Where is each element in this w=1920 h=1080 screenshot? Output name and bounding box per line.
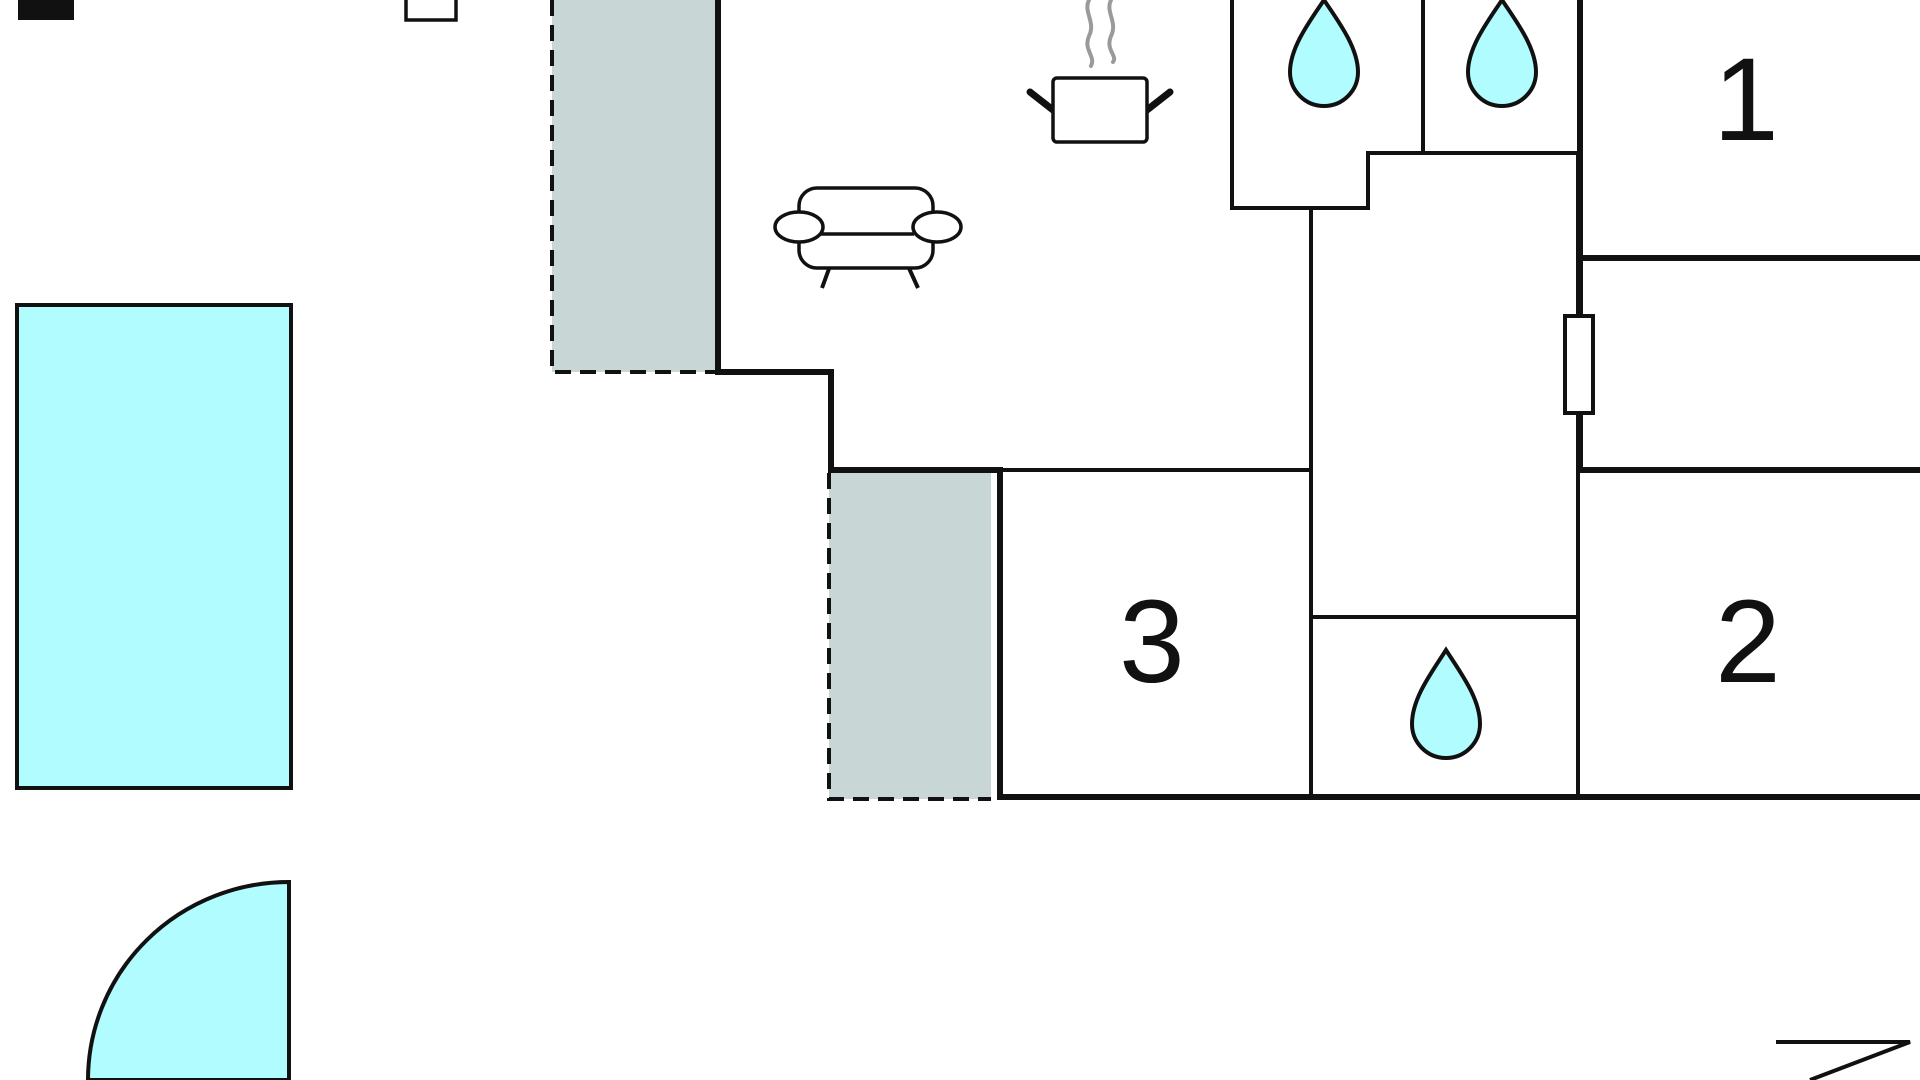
terrace-upper bbox=[550, 0, 716, 374]
outdoor-object bbox=[404, 0, 458, 22]
water-drop-icon bbox=[1287, 0, 1361, 108]
sofa-icon bbox=[773, 186, 963, 289]
bedroom-3-label: 3 bbox=[1119, 576, 1185, 708]
cooking-pot-icon bbox=[1026, 0, 1174, 144]
swimming-pool bbox=[15, 303, 293, 790]
north-arrow-icon bbox=[1776, 1040, 1911, 1080]
bedroom-2-label: 2 bbox=[1715, 576, 1781, 708]
bathroom-1-walls bbox=[1230, 0, 1578, 210]
water-drop-icon bbox=[1409, 646, 1483, 760]
black-marker bbox=[18, 0, 74, 20]
water-drop-icon bbox=[1465, 0, 1539, 108]
bedroom-1-label: 1 bbox=[1713, 34, 1779, 166]
round-pool bbox=[85, 879, 291, 1080]
wall-window bbox=[1563, 314, 1595, 415]
terrace-lower bbox=[827, 473, 991, 801]
